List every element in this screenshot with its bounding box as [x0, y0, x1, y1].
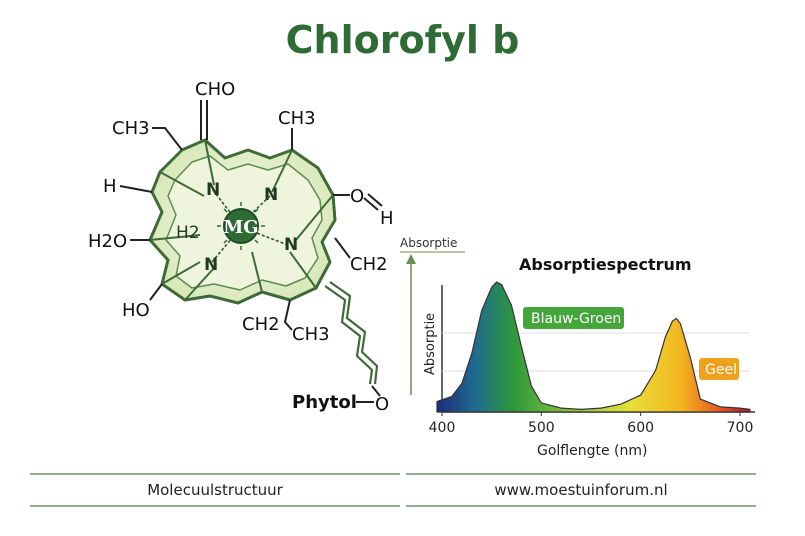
- phytol-label: Phytol: [292, 392, 357, 413]
- y-axis-label: Absorptie: [423, 313, 438, 375]
- annotation-geel-bg: [699, 358, 739, 380]
- molecule-structure: MG N N N N H2: [88, 79, 394, 415]
- h2-inner-label: H2: [176, 223, 200, 243]
- n-label-3: N: [284, 235, 298, 255]
- x-tick-label-400: 400: [429, 420, 456, 436]
- ch3-bottom-label: CH3: [292, 324, 330, 345]
- annotation-blauw-groen-bg: [523, 307, 624, 329]
- ch2-bottom-label: CH2: [242, 314, 280, 335]
- footer-lines: [30, 473, 756, 507]
- chart-title: Absorptiespectrum: [519, 255, 692, 274]
- page-title: Chlorofyl b: [285, 18, 520, 62]
- mg-label: MG: [223, 217, 258, 238]
- x-tick-label-700: 700: [727, 420, 754, 436]
- ch3-left-label: CH3: [112, 118, 150, 139]
- footer-website-link[interactable]: www.moestuinforum.nl: [494, 481, 668, 499]
- o-phytol-label: O: [375, 394, 389, 415]
- absorptie-arrow-label: Absorptie: [400, 236, 457, 250]
- ch3-top-label: CH3: [278, 108, 316, 129]
- absorption-chart: Absorptie Absorptiespectrum Absorptie 40…: [400, 236, 755, 459]
- n-label-4: N: [204, 255, 218, 275]
- ho-label: HO: [122, 300, 150, 321]
- ch2-right-label: CH2: [350, 254, 388, 275]
- spectrum-area: [436, 281, 751, 413]
- x-axis-label: Golflengte (nm): [537, 443, 647, 459]
- h2o-label: H2O: [88, 231, 127, 252]
- n-label-2: N: [264, 185, 278, 205]
- arrow-head-icon: [406, 254, 416, 264]
- h-right-label: H: [380, 208, 394, 229]
- x-tick-label-600: 600: [627, 420, 654, 436]
- o-right-label: O: [350, 186, 364, 207]
- magnesium-center: [223, 208, 259, 244]
- annotation-blauw-groen: Blauw-Groen: [531, 311, 621, 327]
- x-tick-label-500: 500: [528, 420, 555, 436]
- cho-label: CHO: [195, 79, 235, 100]
- h-left-label: H: [103, 176, 117, 197]
- footer-left-caption: Molecuulstructuur: [147, 481, 283, 499]
- n-label-1: N: [206, 180, 220, 200]
- annotation-geel: Geel: [705, 362, 737, 378]
